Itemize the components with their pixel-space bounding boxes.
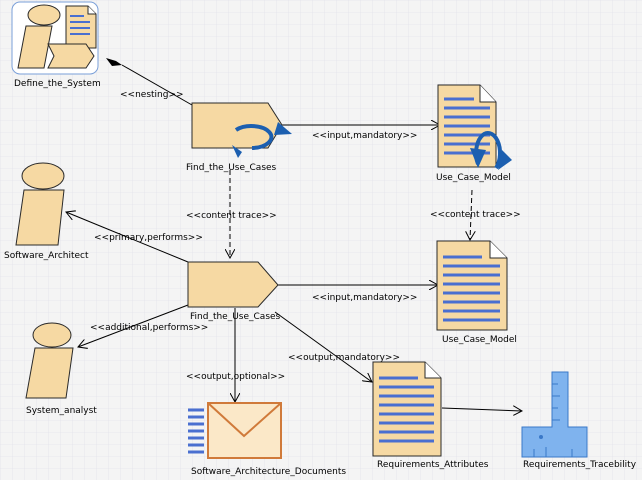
node-requirements-attributes[interactable]: Requirements_Attributes (372, 361, 489, 470)
edge-label-content-trace-right: <<content trace>> (430, 210, 521, 220)
node-label: Software_Architect (4, 251, 89, 261)
envelope-icon (207, 402, 282, 459)
node-label: Define_the_System (14, 79, 101, 89)
node-software-architecture-documents[interactable]: Software_Architecture_Documents (188, 402, 346, 477)
edge-label-input-mandatory-main: <<input,mandatory>> (312, 293, 417, 303)
edge-label-output-mandatory: <<output,mandatory>> (288, 353, 400, 363)
edge-content-trace-right[interactable]: <<content trace>> (430, 189, 521, 240)
edge-input-mandatory-top[interactable]: <<input,mandatory>> (282, 125, 440, 141)
node-label: Requirements_Tracebility (523, 460, 637, 470)
edge-label-additional-performs: <<additional,performs>> (90, 323, 208, 333)
node-system-analyst[interactable]: System_analyst (25, 322, 97, 416)
node-label: Use_Case_Model (436, 173, 511, 183)
edge-label-content-trace-left: <<content trace>> (186, 211, 277, 221)
edge-label-input-mandatory-top: <<input,mandatory>> (312, 131, 417, 141)
edge-input-mandatory-main[interactable]: <<input,mandatory>> (278, 285, 438, 303)
cycle-icon (232, 122, 292, 158)
role-icon (17, 4, 61, 69)
node-label: Use_Case_Model (442, 335, 517, 345)
edge-label-nesting: <<nesting>> (120, 90, 184, 100)
edge-output-optional[interactable]: <<output,optional>> (186, 308, 285, 402)
node-use-case-model-main[interactable]: Use_Case_Model (436, 240, 517, 345)
edge-additional-performs[interactable]: <<additional,performs>> (78, 304, 208, 347)
node-label: Requirements_Attributes (377, 460, 489, 470)
edge-label-output-optional: <<output,optional>> (186, 372, 285, 382)
edge-nesting[interactable]: <<nesting>> (106, 58, 193, 106)
document-icon (65, 5, 97, 49)
node-label: Find_the_Use_Cases (190, 312, 281, 322)
node-label: System_analyst (26, 406, 97, 416)
node-label: Find_the_Use_Cases (186, 163, 277, 173)
node-use-case-model-top[interactable]: Use_Case_Model (436, 84, 512, 183)
task-shape (191, 102, 283, 149)
node-find-the-use-cases-top[interactable]: Find_the_Use_Cases (186, 102, 292, 173)
list-lines-icon (188, 408, 204, 454)
node-find-the-use-cases-main[interactable]: Find_the_Use_Cases (187, 261, 281, 322)
node-label: Software_Architecture_Documents (191, 467, 346, 477)
cycle-icon (470, 131, 512, 170)
edge-primary-performs[interactable]: <<primary,performs>> (66, 212, 203, 263)
edge-content-trace-left[interactable]: <<content trace>> (186, 170, 277, 258)
role-icon (15, 162, 65, 246)
task-shape (187, 261, 279, 308)
edge-label-primary-performs: <<primary,performs>> (94, 233, 203, 243)
edge-attributes-to-tracebility[interactable] (441, 408, 522, 411)
role-icon (25, 322, 74, 399)
ruler-icon (521, 371, 588, 458)
node-software-architect[interactable]: Software_Architect (4, 162, 89, 261)
edge-output-mandatory[interactable]: <<output,mandatory>> (274, 311, 400, 382)
task-icon (47, 43, 95, 69)
node-define-the-system[interactable]: Define_the_System (11, 1, 101, 89)
node-requirements-tracebility[interactable]: Requirements_Tracebility (521, 371, 637, 470)
